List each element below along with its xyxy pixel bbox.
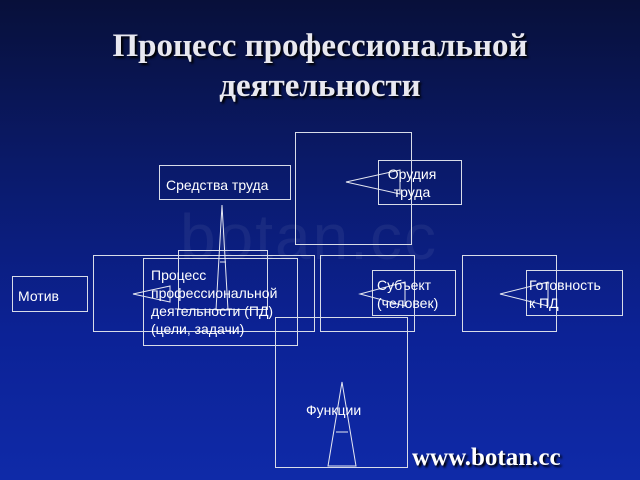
label-subject-line-1: Субъект xyxy=(377,277,432,293)
label-motiv: Мотив xyxy=(18,288,59,304)
label-orudiya: Орудия труда xyxy=(372,165,452,201)
box-gotovnost-inner xyxy=(526,270,623,316)
box-orudiya-inner xyxy=(378,160,462,205)
box-funkcii xyxy=(275,317,408,468)
label-gotovnost-line-2: к ПД xyxy=(529,295,559,311)
label-subject: Субъект (человек) xyxy=(377,276,438,312)
arrow-orudiya xyxy=(345,169,401,195)
label-orudiya-line-1: Орудия xyxy=(387,166,437,182)
arrow-sredstva xyxy=(215,204,229,311)
arrow-gotovnost xyxy=(499,281,549,307)
footer-url: www.botan.cc xyxy=(412,444,561,471)
label-process-line-3: деятельности (ПД) xyxy=(151,303,274,319)
label-subject-line-2: (человек) xyxy=(377,295,439,311)
title-line-1: Процесс профессиональной xyxy=(112,28,528,64)
label-sredstva-truda: Средства труда xyxy=(166,177,269,193)
arrow-motiv xyxy=(132,285,171,303)
box-process-outer xyxy=(93,255,315,332)
label-process: Процесс профессиональной деятельности (П… xyxy=(151,266,277,338)
title-line-2: деятельности xyxy=(219,68,421,104)
label-process-line-2: профессиональной xyxy=(151,285,278,301)
box-subject-inner xyxy=(372,270,456,316)
label-process-line-1: Процесс xyxy=(151,267,207,283)
box-sredstva-truda xyxy=(159,165,291,200)
box-orudiya-outer xyxy=(295,132,412,245)
label-gotovnost-line-1: Готовность xyxy=(529,277,601,293)
box-gotovnost-outer xyxy=(462,255,557,332)
label-gotovnost: Готовность к ПД xyxy=(529,276,601,312)
arrow-subject xyxy=(358,281,406,307)
box-motiv xyxy=(12,276,88,312)
label-funkcii: Функции xyxy=(306,402,362,418)
box-subject-outer xyxy=(320,255,415,332)
arrow-funkcii xyxy=(327,381,357,467)
label-process-line-4: (цели, задачи) xyxy=(151,321,245,337)
box-process-inner xyxy=(143,258,298,346)
label-orudiya-line-2: труда xyxy=(393,184,431,200)
slide-title: Процесс профессиональной деятельности xyxy=(0,26,640,106)
